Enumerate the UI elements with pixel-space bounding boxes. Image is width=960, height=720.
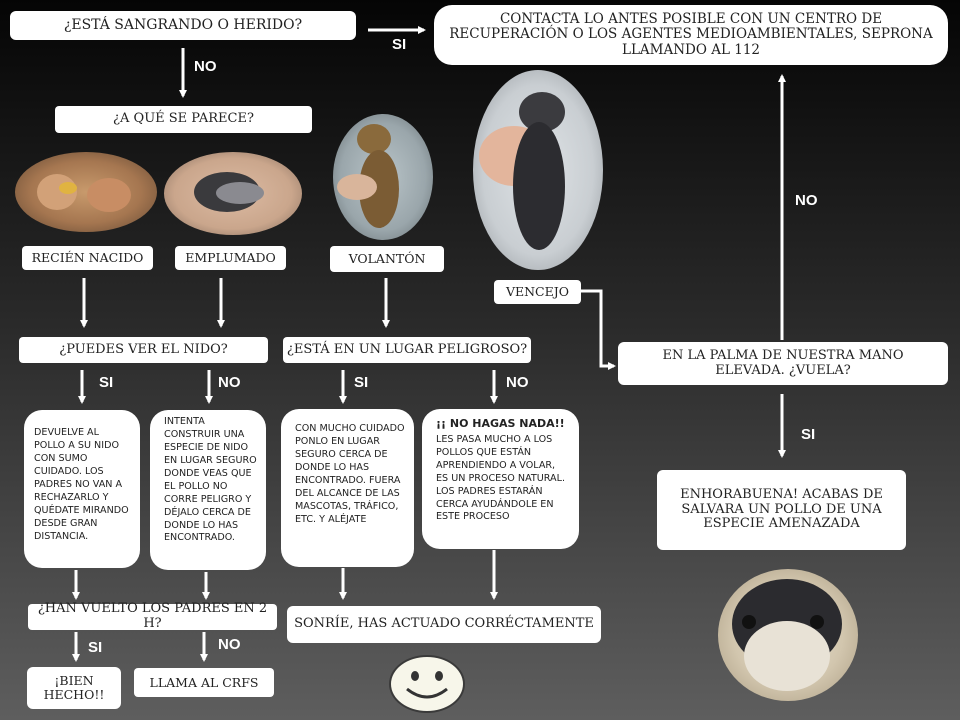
newborn-chicks-photo <box>15 152 157 232</box>
category-newborn: Recién nacido <box>22 246 153 270</box>
category-swift: Vencejo <box>494 280 581 304</box>
action-move-to-safety: Con mucho cuidado ponlo en lugar seguro … <box>281 409 414 567</box>
swift-in-hand-photo <box>473 70 603 270</box>
action-build-nest: Intenta construir una especie de nido en… <box>150 410 266 570</box>
contact-recovery-center: Contacta lo antes posible con un centro … <box>434 5 948 65</box>
label-yes-parents: SI <box>88 639 103 656</box>
action-return-to-nest: Devuelve al pollo a su nido con sumo cui… <box>24 410 140 568</box>
question-see-nest: ¿Puedes ver el nido? <box>19 337 268 363</box>
smiley-face-icon <box>389 655 465 713</box>
do-nothing-body: Les pasa mucho a los pollos que están ap… <box>436 433 566 523</box>
label-yes-bleeding: SI <box>392 36 407 53</box>
well-done-message: ¡Bien hecho!! <box>27 667 121 709</box>
question-what-looks-like: ¿A qué se parece? <box>55 106 312 133</box>
label-no-parents: NO <box>218 636 241 653</box>
label-no-danger: NO <box>506 374 529 391</box>
palm-does-it-fly: En la palma de nuestra mano elevada. ¿Vu… <box>618 342 948 385</box>
label-yes-fly: SI <box>801 426 816 443</box>
label-yes-danger: SI <box>354 374 369 391</box>
smile-well-done-message: Sonríe, has actuado corréctamente <box>287 606 601 643</box>
call-crfs-message: Llama al CRFS <box>134 668 274 697</box>
action-do-nothing: ¡¡ No hagas nada!! Les pasa mucho a los … <box>422 409 579 549</box>
swift-chick-photo <box>718 569 858 701</box>
category-feathered: Emplumado <box>175 246 286 270</box>
label-no-fly: NO <box>795 192 818 209</box>
feathered-chick-photo <box>164 152 302 235</box>
label-no-nest: NO <box>218 374 241 391</box>
question-dangerous-place: ¿Está en un lugar peligroso? <box>283 337 531 363</box>
congratulations-message: Enhorabuena! Acabas de salvara un pollo … <box>657 470 906 550</box>
question-bleeding: ¿Está sangrando o herido? <box>10 11 356 40</box>
smiley-face-drawing <box>406 671 448 699</box>
question-parents-returned: ¿Han vuelto los padres en 2 h? <box>28 602 277 631</box>
do-nothing-title: ¡¡ No hagas nada!! <box>436 417 565 430</box>
label-no-bleeding: NO <box>194 58 217 75</box>
label-yes-nest: SI <box>99 374 114 391</box>
arrow-swift-to-palm <box>580 289 616 370</box>
category-fledgling: Volantón <box>330 246 444 272</box>
fledgling-photo <box>333 114 433 240</box>
